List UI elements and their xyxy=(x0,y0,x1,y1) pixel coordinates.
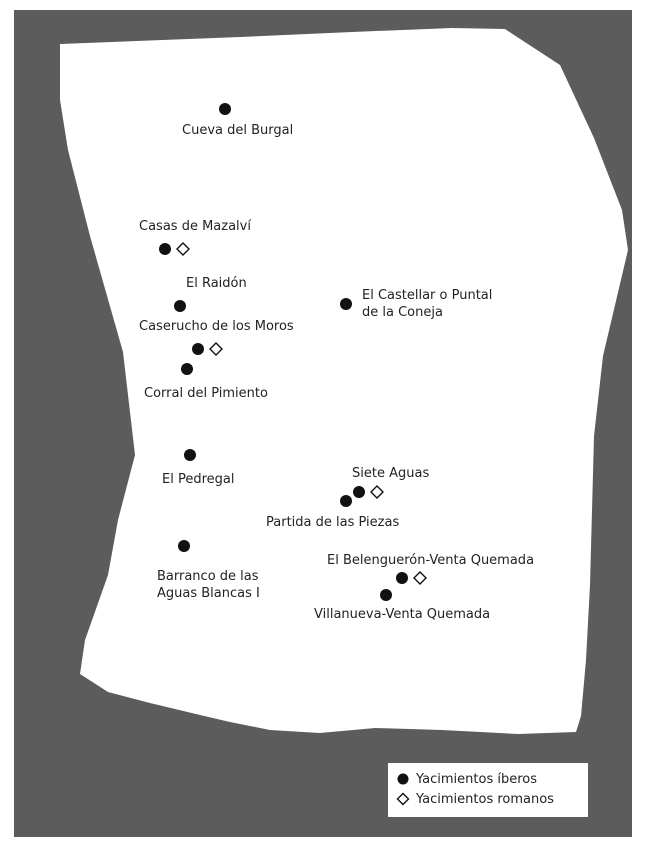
site-el-raidon: El Raidón xyxy=(174,276,247,312)
site-cueva-del-burgal: Cueva del Burgal xyxy=(182,103,293,138)
roman-site-marker xyxy=(413,571,427,585)
iberian-site-marker xyxy=(184,449,196,461)
iberian-site-marker xyxy=(192,343,204,355)
roman-site-marker xyxy=(209,342,223,356)
site-label: Cueva del Burgal xyxy=(182,123,293,138)
iberian-site-marker xyxy=(340,298,352,310)
site-label: Siete Aguas xyxy=(352,466,429,481)
legend-iberian-label: Yacimientos íberos xyxy=(416,771,537,787)
roman-site-marker xyxy=(176,242,190,256)
site-label: de la Coneja xyxy=(362,305,443,320)
iberian-site-marker xyxy=(380,589,392,601)
site-el-castellar: El Castellar o Puntal de la Coneja xyxy=(340,288,492,320)
iberian-site-marker xyxy=(219,103,231,115)
roman-site-marker xyxy=(370,485,384,499)
site-casas-de-mazalvi: Casas de Mazalví xyxy=(139,219,251,256)
site-corral-del-pimiento: Corral del Pimiento xyxy=(144,363,268,401)
legend-item-roman: Yacimientos romanos xyxy=(396,790,554,808)
site-label: El Raidón xyxy=(186,276,247,291)
filled-circle-icon xyxy=(397,773,409,785)
site-label: El Pedregal xyxy=(162,472,234,487)
site-siete-aguas: Siete Aguas xyxy=(352,466,429,499)
site-label: El Castellar o Puntal xyxy=(362,288,492,303)
legend-item-iberian: Yacimientos íberos xyxy=(396,770,537,788)
iberian-site-marker xyxy=(340,495,352,507)
iberian-site-marker xyxy=(396,572,408,584)
site-label: Caserucho de los Moros xyxy=(139,319,294,334)
legend-roman-label: Yacimientos romanos xyxy=(416,791,554,807)
diamond-icon xyxy=(396,792,410,806)
site-label: Aguas Blancas I xyxy=(157,586,260,601)
site-el-pedregal: El Pedregal xyxy=(162,449,234,487)
iberian-site-marker xyxy=(178,540,190,552)
iberian-site-marker xyxy=(181,363,193,375)
region-outline xyxy=(60,28,628,734)
site-label: Barranco de las xyxy=(157,569,259,584)
site-label: Corral del Pimiento xyxy=(144,386,268,401)
site-villanueva-venta-quemada: Villanueva-Venta Quemada xyxy=(314,589,490,622)
site-el-belenogueron: El Belenguerón-Venta Quemada xyxy=(327,553,534,585)
site-label: Villanueva-Venta Quemada xyxy=(314,607,490,622)
site-label: Partida de las Piezas xyxy=(266,515,399,530)
iberian-site-marker xyxy=(353,486,365,498)
iberian-site-marker xyxy=(174,300,186,312)
site-partida-de-las-piezas: Partida de las Piezas xyxy=(266,495,399,530)
map-legend: Yacimientos íberos Yacimientos romanos xyxy=(388,763,588,817)
site-caserucho-de-los-moros: Caserucho de los Moros xyxy=(139,319,294,356)
site-label: El Belenguerón-Venta Quemada xyxy=(327,553,534,568)
site-label: Casas de Mazalví xyxy=(139,219,251,234)
iberian-site-marker xyxy=(159,243,171,255)
